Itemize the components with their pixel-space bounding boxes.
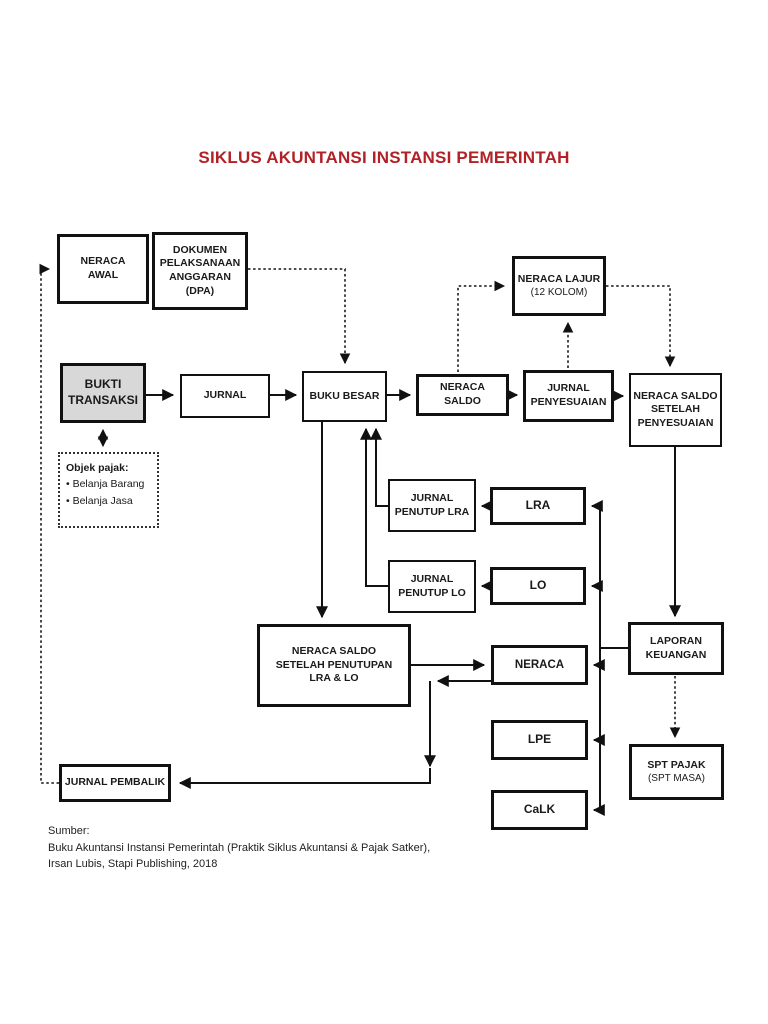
dotted-neracalajur-to-nsspenyesuaian bbox=[606, 285, 676, 368]
node-spt-pajak: SPT PAJAK (SPT MASA) bbox=[629, 744, 724, 800]
node-lra: LRA bbox=[490, 487, 586, 525]
objek-pajak-note: Objek pajak: • Belanja Barang • Belanja … bbox=[58, 452, 159, 528]
node-neraca-lajur: NERACA LAJUR (12 KOLOM) bbox=[512, 256, 606, 316]
source-citation: Sumber: Buku Akuntansi Instansi Pemerint… bbox=[48, 823, 430, 873]
node-lo: LO bbox=[490, 567, 586, 605]
node-laporan-keuangan: LAPORAN KEUANGAN bbox=[628, 622, 724, 675]
arrow-penutuplo-to-bukubesar bbox=[360, 427, 388, 587]
node-calk: CaLK bbox=[491, 790, 588, 830]
node-dokumen-pelaksanaan-anggaran: DOKUMEN PELAKSANAAN ANGGARAN (DPA) bbox=[152, 232, 248, 310]
arrow-to-jurnalpembalik bbox=[178, 768, 431, 789]
objek-pajak-header: Objek pajak: bbox=[66, 462, 129, 474]
page-title: SIKLUS AKUNTANSI INSTANSI PEMERINTAH bbox=[198, 148, 570, 167]
node-lpe: LPE bbox=[491, 720, 588, 760]
node-neraca-saldo-setelah-penutupan: NERACA SALDO SETELAH PENUTUPAN LRA & LO bbox=[257, 624, 411, 707]
node-neraca-saldo-setelah-penyesuaian: NERACA SALDO SETELAH PENYESUAIAN bbox=[629, 373, 722, 447]
dotted-pembalik-to-neracaawal bbox=[39, 263, 59, 784]
node-neraca: NERACA bbox=[491, 645, 588, 685]
dotted-neracasaldo-to-neracalajur bbox=[457, 280, 506, 372]
objek-pajak-item: • Belanja Jasa bbox=[66, 494, 133, 507]
source-label: Sumber: bbox=[48, 825, 90, 837]
node-jurnal-penyesuaian: JURNAL PENYESUAIAN bbox=[523, 370, 614, 422]
node-buku-besar: BUKU BESAR bbox=[302, 371, 387, 422]
node-spt-pajak-subtitle: (SPT MASA) bbox=[647, 773, 706, 785]
source-line: Buku Akuntansi Instansi Pemerintah (Prak… bbox=[48, 841, 431, 854]
node-neraca-saldo: NERACA SALDO bbox=[416, 374, 509, 416]
node-jurnal-penutup-lo: JURNAL PENUTUP LO bbox=[388, 560, 476, 613]
node-bukti-transaksi: BUKTI TRANSAKSI bbox=[60, 363, 146, 423]
node-jurnal: JURNAL bbox=[180, 374, 270, 418]
node-jurnal-pembalik: JURNAL PEMBALIK bbox=[59, 764, 171, 802]
node-spt-pajak-title: SPT PAJAK bbox=[647, 758, 706, 771]
arrow-penutuplra-to-bukubesar bbox=[370, 427, 388, 507]
dotted-dpa-to-bukubesar bbox=[248, 268, 351, 365]
objek-pajak-item: • Belanja Barang bbox=[66, 478, 145, 491]
node-jurnal-penutup-lra: JURNAL PENUTUP LRA bbox=[388, 479, 476, 532]
source-line: Irsan Lubis, Stapi Publishing, 2018 bbox=[48, 858, 218, 870]
node-neraca-awal: NERACA AWAL bbox=[57, 234, 149, 304]
node-neraca-lajur-title: NERACA LAJUR bbox=[517, 272, 601, 285]
node-neraca-lajur-subtitle: (12 KOLOM) bbox=[530, 287, 588, 299]
